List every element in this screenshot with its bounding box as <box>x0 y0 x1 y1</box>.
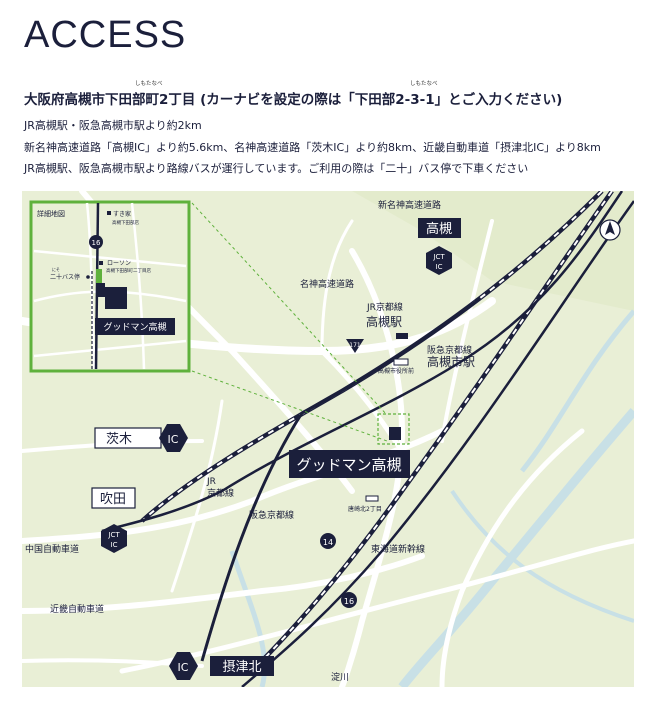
label-shinkansen: 東海道新幹線 <box>371 543 425 555</box>
inset-bus-stop-icon <box>86 275 90 279</box>
ibaraki-ic-text: IC <box>168 433 179 446</box>
label-jr-a: JR <box>206 477 216 487</box>
ibaraki-badge-text: 茨木 <box>106 432 132 447</box>
inset-green-marker <box>96 269 102 283</box>
settsu-kita-ic-icon <box>169 652 198 680</box>
takatsuki-badge-text: 高槻 <box>426 221 452 237</box>
inset-sukiya-marker <box>107 211 111 215</box>
inset-route-16-text: 16 <box>92 239 101 247</box>
label-chugoku: 中国自動車道 <box>25 543 79 555</box>
bus-stop-marker <box>365 495 379 502</box>
label-kinki: 近畿自動車道 <box>50 603 104 615</box>
inset-route-16-icon <box>89 235 103 249</box>
takatsuki-badge <box>418 218 461 238</box>
takatsuki-jct-icon <box>426 246 452 275</box>
label-higashi-tenkawa: 唐崎北2丁目 <box>348 505 382 513</box>
suita-badge <box>91 487 136 509</box>
property-label: グッドマン高槻 <box>296 456 401 474</box>
jr-station-marker <box>396 333 408 339</box>
suita-jct-bottom: IC <box>111 541 118 549</box>
route-14-text: 14 <box>323 538 333 547</box>
suita-jct-top: JCT <box>107 531 120 539</box>
address-ruby-1: しもたなべ <box>135 81 163 87</box>
settsu-kita-ic-text: IC <box>178 661 189 674</box>
address-ruby-2: しもたなべ <box>410 81 438 87</box>
label-yodogawa: 淀川 <box>331 671 349 683</box>
ibaraki-ic-icon <box>159 424 188 452</box>
page-title: ACCESS <box>24 14 187 56</box>
inset-bus-stop: 二十バス停 <box>50 273 80 281</box>
label-city-hall: 高槻市役所前 <box>378 367 414 375</box>
inset-lawson-sub: 高槻下田部町二丁目店 <box>106 267 151 274</box>
hankyu-station-marker <box>393 358 409 366</box>
access-line-2: 新名神高速道路「高槻IC」より約5.6km、名神高速道路「茨木IC」より約8km… <box>24 141 601 154</box>
label-shin-meishin: 新名神高速道路 <box>378 199 441 211</box>
suita-jct-icon <box>101 524 127 553</box>
settsu-kita-badge <box>210 656 274 676</box>
address-text: 大阪府高槻市下田部町2丁目 (カーナビを設定の際は「下田部2-3-1」とご入力く… <box>24 92 563 108</box>
settsu-kita-badge-text: 摂津北 <box>222 659 261 675</box>
label-jr-b: 京都線 <box>207 487 234 499</box>
access-map: グッドマン高槻 N 高槻 JCT IC 茨木 IC 吹田 JCT IC IC 摂… <box>22 191 634 687</box>
route-171-text: 171 <box>349 342 361 349</box>
inset-bus-ruby: にそ <box>52 266 60 272</box>
label-hankyu-line: 阪急京都線 <box>249 509 294 521</box>
inset-lawson: ローソン <box>107 260 131 267</box>
inset-title: 詳細地図 <box>37 209 65 218</box>
property-marker <box>389 427 401 440</box>
label-jr-takatsuki-b: 高槻駅 <box>366 314 402 329</box>
label-hankyu-takatsuki-a: 阪急京都線 <box>427 344 472 356</box>
route-14-icon <box>320 533 336 549</box>
route-171-icon <box>346 339 364 353</box>
inset-property-marker <box>105 287 127 309</box>
map-svg: グッドマン高槻 N 高槻 JCT IC 茨木 IC 吹田 JCT IC IC 摂… <box>22 191 634 687</box>
takatsuki-jct-top: JCT <box>432 253 445 261</box>
takatsuki-jct-bottom: IC <box>436 263 443 271</box>
inset-sukiya: すき家 <box>113 210 131 218</box>
access-line-3: JR高槻駅、阪急高槻市駅より路線バスが運行しています。ご利用の際は「二十」バス停… <box>24 162 529 175</box>
access-line-1: JR高槻駅・阪急高槻市駅より約2km <box>24 119 202 132</box>
inset-sukiya-sub: 高槻下田部店 <box>112 219 139 226</box>
address: しもたなべ しもたなべ 大阪府高槻市下田部町2丁目 (カーナビを設定の際は「下田… <box>24 81 563 108</box>
inset-property-label: グッドマン高槻 <box>103 321 166 333</box>
label-jr-takatsuki-a: JR京都線 <box>366 301 403 313</box>
label-hankyu-takatsuki-b: 高槻市駅 <box>427 354 475 369</box>
suita-badge-text: 吹田 <box>100 492 126 507</box>
inset-lawson-marker <box>99 261 103 265</box>
route-16-icon <box>341 592 357 608</box>
inset-property-box <box>95 318 175 335</box>
label-meishin: 名神高速道路 <box>300 278 354 290</box>
inset-map: 詳細地図 16 すき家 高槻下田部店 ローソン 高槻下田部町二丁目店 にそ 二十… <box>29 200 191 373</box>
property-label-box <box>289 450 410 478</box>
route-16-text: 16 <box>344 597 354 606</box>
